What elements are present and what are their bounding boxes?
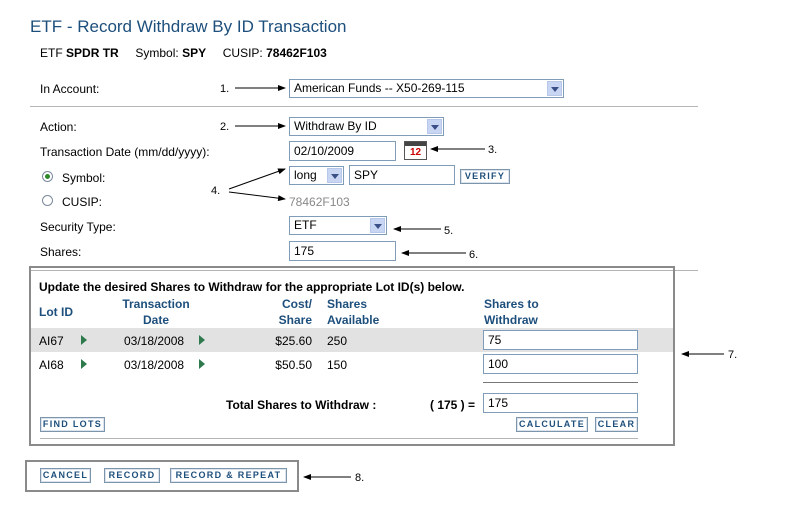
shares-input[interactable]: 175 xyxy=(289,241,396,261)
chevron-down-icon[interactable] xyxy=(547,81,562,96)
divider xyxy=(30,106,698,107)
symbol-radio-label: Symbol: xyxy=(62,171,106,185)
col-withdraw-1: Shares to xyxy=(484,297,539,311)
lot-available-cell: 150 xyxy=(327,358,348,372)
account-select[interactable]: American Funds -- X50-269-115 xyxy=(289,79,564,98)
annotation-5: 5. xyxy=(444,225,454,237)
total-calc: ( 175 ) = xyxy=(430,398,476,412)
record-repeat-button[interactable]: RECORD & REPEAT xyxy=(170,468,287,483)
page-title: ETF - Record Withdraw By ID Transaction xyxy=(30,17,347,36)
col-withdraw-2: Withdraw xyxy=(484,313,538,327)
divider xyxy=(40,438,638,439)
annotation-6: 6. xyxy=(469,249,479,261)
withdraw-input[interactable]: 100 xyxy=(483,354,638,374)
cusip-value: 78462F103 xyxy=(266,46,327,60)
position-select[interactable]: long xyxy=(289,166,344,185)
cusip-radio-label: CUSIP: xyxy=(62,195,103,209)
lots-panel xyxy=(29,266,675,446)
position-select-value: long xyxy=(294,168,317,182)
cancel-button[interactable]: CANCEL xyxy=(40,468,91,483)
col-trans-date-1: Transaction xyxy=(122,297,190,311)
lot-id-cell: AI68 xyxy=(39,358,64,372)
account-label: In Account: xyxy=(40,82,100,96)
total-withdraw-input[interactable]: 175 xyxy=(483,393,638,413)
lot-date-cell: 03/18/2008 xyxy=(124,334,185,348)
calculate-button[interactable]: CALCULATE xyxy=(516,417,588,432)
lots-heading: Update the desired Shares to Withdraw fo… xyxy=(39,280,465,294)
transaction-date-input[interactable]: 02/10/2009 xyxy=(289,141,396,161)
annotation-8: 8. xyxy=(355,472,365,484)
actions-group xyxy=(25,460,299,492)
annotation-1: 1. xyxy=(220,83,230,95)
record-button[interactable]: RECORD xyxy=(104,468,160,483)
divider xyxy=(483,382,638,383)
lot-cost-cell: $25.60 xyxy=(275,334,312,348)
action-select[interactable]: Withdraw By ID xyxy=(289,117,444,136)
security-type-select[interactable]: ETF xyxy=(289,216,387,235)
col-cost-2: Share xyxy=(278,313,312,327)
expand-arrow-icon[interactable] xyxy=(199,335,205,345)
expand-arrow-icon[interactable] xyxy=(199,359,205,369)
find-lots-button[interactable]: FIND LOTS xyxy=(40,417,105,432)
calendar-icon[interactable]: 12 xyxy=(404,141,427,160)
chevron-down-icon[interactable] xyxy=(427,119,442,134)
date-label: Transaction Date (mm/dd/yyyy): xyxy=(40,145,210,159)
expand-arrow-icon[interactable] xyxy=(81,359,87,369)
lot-cost-cell: $50.50 xyxy=(275,358,312,372)
annotation-7: 7. xyxy=(728,349,738,361)
shares-label: Shares: xyxy=(40,245,82,259)
security-name: SPDR TR xyxy=(66,46,119,60)
action-label: Action: xyxy=(40,120,77,134)
withdraw-input[interactable]: 75 xyxy=(483,330,638,350)
cusip-display: 78462F103 xyxy=(289,195,350,209)
symbol-label: Symbol: xyxy=(135,46,179,60)
col-avail-2: Available xyxy=(327,313,380,327)
verify-button[interactable]: VERIFY xyxy=(460,169,510,184)
divider xyxy=(30,270,698,271)
clear-button[interactable]: CLEAR xyxy=(595,417,638,432)
lot-date-cell: 03/18/2008 xyxy=(124,358,185,372)
chevron-down-icon[interactable] xyxy=(327,168,342,183)
security-type-select-value: ETF xyxy=(294,218,317,232)
symbol-radio[interactable] xyxy=(42,171,53,182)
expand-arrow-icon[interactable] xyxy=(81,335,87,345)
col-avail-1: Shares xyxy=(327,297,368,311)
annotation-4: 4. xyxy=(211,185,221,197)
col-trans-date-2: Date xyxy=(142,313,169,327)
symbol-input[interactable]: SPY xyxy=(349,165,455,185)
arrow-4b xyxy=(228,191,286,202)
annotation-2: 2. xyxy=(220,121,230,133)
col-cost-1: Cost/ xyxy=(282,297,312,311)
security-summary: ETF SPDR TR Symbol: SPY CUSIP: 78462F103 xyxy=(40,46,327,60)
action-select-value: Withdraw By ID xyxy=(294,119,377,133)
cusip-label: CUSIP: xyxy=(222,46,263,60)
col-lot-id: Lot ID xyxy=(39,305,73,319)
calendar-icon-text: 12 xyxy=(409,147,422,158)
security-type-label: Security Type: xyxy=(40,220,116,234)
symbol-value: SPY xyxy=(182,46,207,60)
annotation-3: 3. xyxy=(488,144,498,156)
lot-available-cell: 250 xyxy=(327,334,348,348)
account-select-value: American Funds -- X50-269-115 xyxy=(294,81,465,95)
arrow-4a xyxy=(228,168,286,190)
security-prefix: ETF xyxy=(40,46,63,60)
lot-id-cell: AI67 xyxy=(39,334,64,348)
chevron-down-icon[interactable] xyxy=(370,218,385,233)
total-label: Total Shares to Withdraw : xyxy=(226,398,377,412)
cusip-radio[interactable] xyxy=(42,195,53,206)
